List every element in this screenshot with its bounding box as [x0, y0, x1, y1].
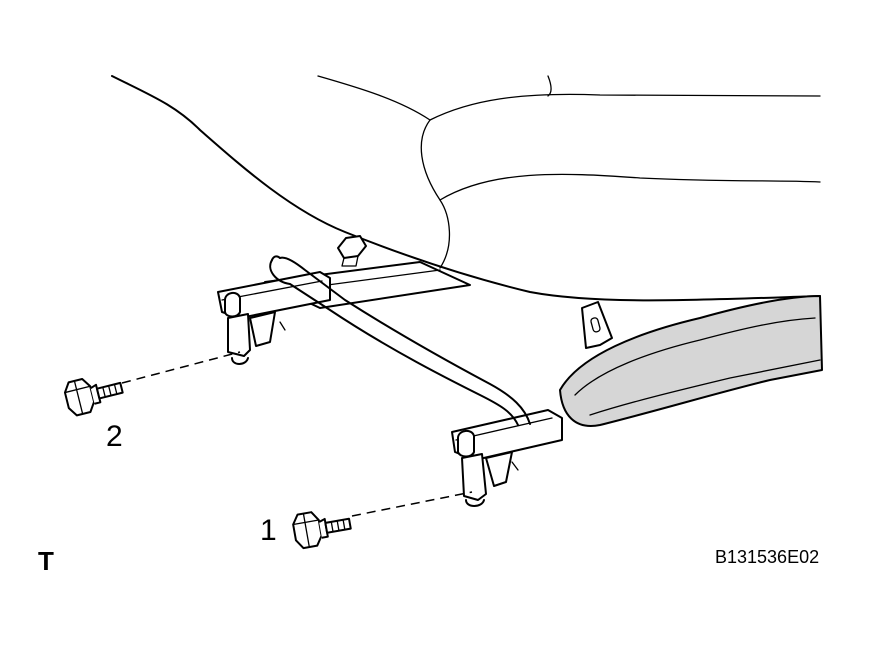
side-shield — [559, 295, 823, 427]
figure-code: B131536E02 — [715, 547, 819, 567]
rail-pin — [337, 235, 367, 267]
bolt-1-guide-line — [351, 491, 473, 517]
left-seat-rail — [217, 271, 331, 365]
seat-cushion — [111, 75, 821, 302]
bolt-icon — [63, 377, 124, 417]
slide-bracket — [581, 301, 613, 349]
callout-2-label: 2 — [106, 420, 123, 453]
corner-mark: T — [38, 546, 54, 576]
bolt-icon — [292, 511, 352, 550]
callout-1-label: 1 — [260, 514, 277, 547]
bolt-2-guide-line — [121, 351, 241, 384]
right-seat-rail — [451, 409, 563, 507]
wire-rod — [269, 255, 531, 426]
